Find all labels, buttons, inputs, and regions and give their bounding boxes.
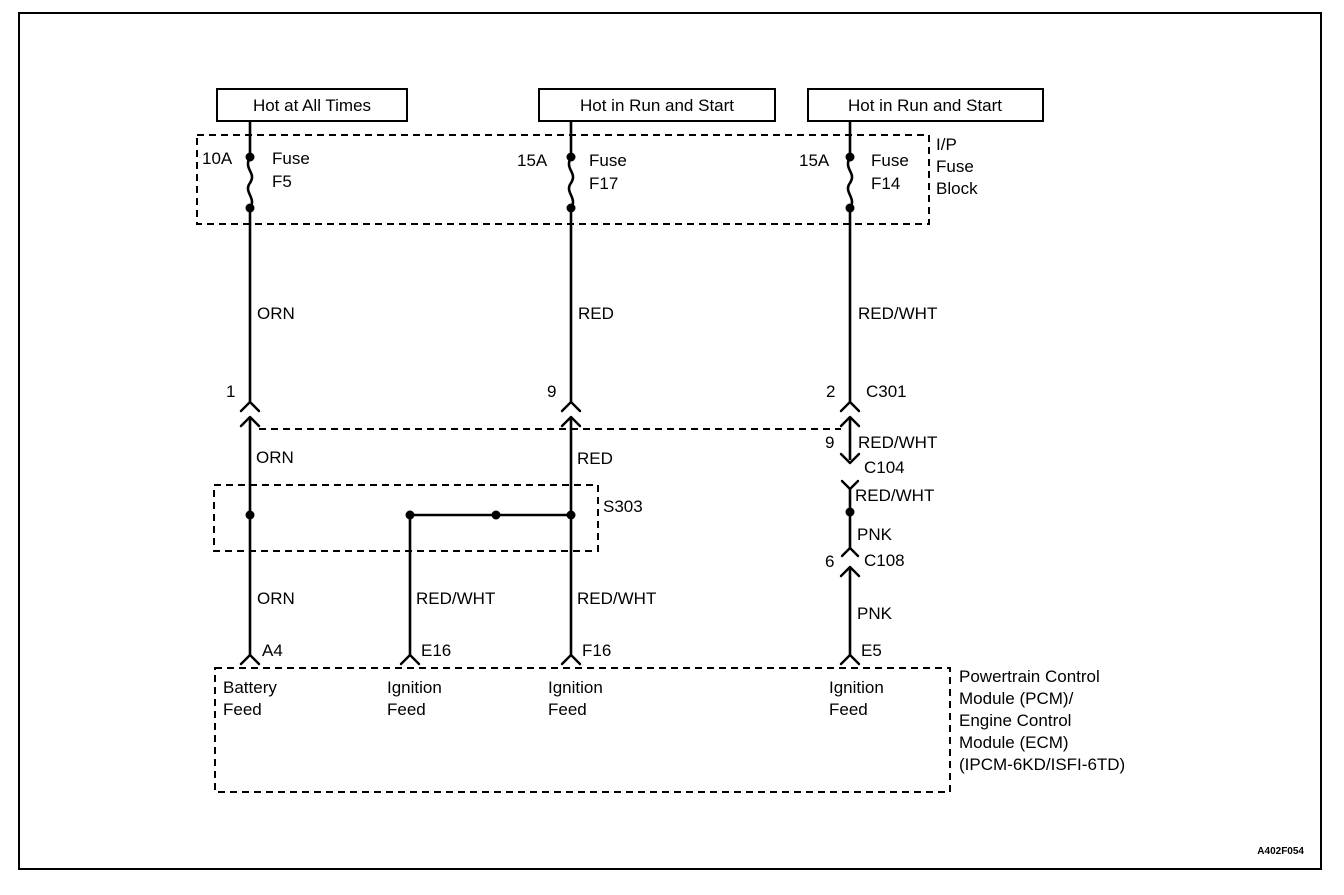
connector-female-symbol (560, 400, 582, 413)
fuse-block-label: I/P Fuse Block (936, 135, 978, 198)
pcm-pin-f16: F16 (582, 641, 611, 660)
splice-dot-center (491, 510, 501, 520)
c301-pin-1: 1 (226, 382, 235, 401)
pcm-pin-e5-label: Ignition (829, 678, 884, 697)
pcm-pin-e5-symbol (839, 653, 861, 666)
figure-id: A402F054 (1257, 846, 1304, 857)
pcm-pin-a4: A4 (262, 641, 283, 660)
svg-text:Block: Block (936, 179, 978, 198)
c108-pin: 6 (825, 552, 834, 571)
pcm-module-outline (214, 667, 951, 793)
power-source-f5: Hot at All Times (216, 88, 408, 122)
c104-pin: 9 (825, 433, 834, 452)
c104-connector-name: C104 (864, 458, 905, 477)
wire-label-branch-e16: RED/WHT (416, 589, 495, 608)
svg-text:Engine Control: Engine Control (959, 711, 1071, 730)
wire-label-pnk-bottom: PNK (857, 604, 893, 623)
splice-s303-outline (213, 484, 599, 552)
pcm-pin-e16-symbol (399, 653, 421, 666)
fuse-f17-name: F17 (589, 174, 618, 193)
connector-female-symbol (839, 400, 861, 413)
pcm-pin-e16-label: Ignition (387, 678, 442, 697)
pcm-pin-a4-symbol (239, 653, 261, 666)
wire-label-red: RED (578, 304, 614, 323)
fuse-f5-name: F5 (272, 172, 292, 191)
wire-label-red-mid: RED (577, 449, 613, 468)
wire-label-pnk-top: PNK (857, 525, 893, 544)
pcm-module-label: Powertrain Control Module (PCM)/ Engine … (959, 667, 1125, 774)
svg-text:I/P: I/P (936, 135, 957, 154)
fuse-symbol-f14 (845, 152, 855, 213)
fuse-f5-label: Fuse (272, 149, 310, 168)
power-source-f14: Hot in Run and Start (807, 88, 1044, 122)
fuse-f17-rating: 15A (517, 151, 548, 170)
pcm-pin-f16-label: Ignition (548, 678, 603, 697)
fuse-f5-rating: 10A (202, 149, 233, 168)
wire-label-orn-mid: ORN (256, 448, 294, 467)
connector-c104-male-symbol (839, 452, 861, 465)
c301-pin-9: 9 (547, 382, 556, 401)
c108-connector-name: C108 (864, 551, 905, 570)
c301-connector-name: C301 (866, 382, 907, 401)
wire-label-c301-c104: RED/WHT (858, 433, 937, 452)
power-source-f17: Hot in Run and Start (538, 88, 776, 122)
connector-c108-female-symbol (840, 546, 860, 558)
wire-label-orn-pcm: ORN (257, 589, 295, 608)
c301-pin-2: 2 (826, 382, 835, 401)
pcm-pin-e5-label-2: Feed (829, 700, 868, 719)
pcm-pin-e16: E16 (421, 641, 451, 660)
wire-label-branch-f16: RED/WHT (577, 589, 656, 608)
fuse-f14-label: Fuse (871, 151, 909, 170)
connector-female-symbol (239, 400, 261, 413)
svg-text:Module (PCM)/: Module (PCM)/ (959, 689, 1074, 708)
power-source-label: Hot in Run and Start (848, 96, 1002, 115)
wire-label-c104-out: RED/WHT (855, 486, 934, 505)
connector-c301 (239, 400, 861, 430)
svg-text:Module (ECM): Module (ECM) (959, 733, 1069, 752)
svg-text:Powertrain Control: Powertrain Control (959, 667, 1100, 686)
splice-s303-name: S303 (603, 497, 643, 516)
pcm-pin-e16-label-2: Feed (387, 700, 426, 719)
fuse-f14-name: F14 (871, 174, 900, 193)
fuse-f17-label: Fuse (589, 151, 627, 170)
splice-dot-orn (245, 510, 255, 520)
diagram-frame (18, 12, 1322, 870)
pcm-pin-f16-symbol (560, 653, 582, 666)
wire-label-orn: ORN (257, 304, 295, 323)
power-source-label: Hot at All Times (253, 96, 371, 115)
fuse-symbol-f17 (566, 152, 576, 213)
pcm-pin-f16-label-2: Feed (548, 700, 587, 719)
pcm-pin-e5: E5 (861, 641, 882, 660)
power-source-label: Hot in Run and Start (580, 96, 734, 115)
splice-dot-red (566, 510, 576, 520)
fuse-block-outline (196, 134, 930, 225)
fuse-symbol-f5 (245, 152, 255, 213)
fuse-f14-rating: 15A (799, 151, 830, 170)
wire-label-redwht: RED/WHT (858, 304, 937, 323)
svg-text:Fuse: Fuse (936, 157, 974, 176)
svg-text:(IPCM-6KD/ISFI-6TD): (IPCM-6KD/ISFI-6TD) (959, 755, 1125, 774)
pcm-pin-a4-label-2: Feed (223, 700, 262, 719)
pcm-pin-a4-label: Battery (223, 678, 277, 697)
